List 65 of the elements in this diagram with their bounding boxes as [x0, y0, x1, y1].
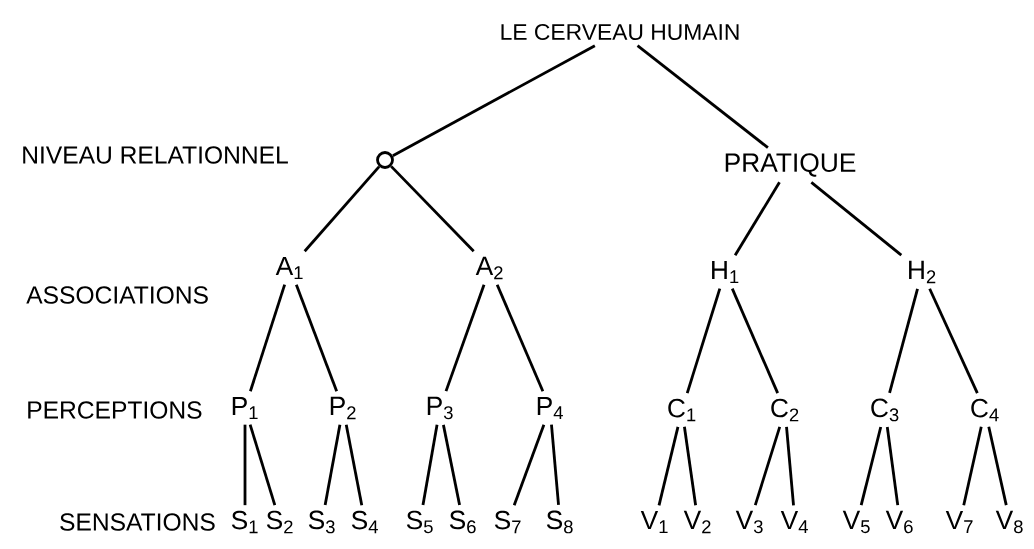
tree-line: [444, 284, 486, 392]
tree-line: [657, 426, 680, 506]
tree-line: [928, 288, 979, 394]
tree-node-label: V$_{6}$: [885, 510, 913, 534]
level-label: ASSOCIATIONS: [26, 286, 208, 304]
tree-node-label: S$_{3}$: [308, 510, 335, 534]
level-label: SENSATIONS: [60, 513, 215, 531]
tree-node-label: S$_{4}$: [351, 510, 378, 534]
tree-line: [295, 284, 338, 392]
tree-line: [962, 426, 983, 506]
tree-node-label: V$_{8}$: [995, 510, 1023, 534]
tree-node-label: PRATIQUE: [725, 153, 856, 177]
tree-line: [885, 426, 900, 506]
tree-node-label: S$_{6}$: [449, 510, 476, 534]
tree-node-label: S$_{1}$: [231, 510, 258, 534]
tree-node-label: LE CERVEAU HUMAIN: [501, 23, 739, 41]
tree-node-label: V$_{4}$: [780, 510, 808, 534]
tree-node-label: P$_{2}$: [330, 396, 356, 420]
tree-node-label: P$_{3}$: [427, 396, 453, 420]
tree-line: [785, 426, 795, 506]
tree-node-label: P$_{1}$: [232, 396, 258, 420]
tree-node-label: A$_{1}$: [275, 256, 303, 280]
tree-line: [390, 165, 475, 253]
tree-node-label: V$_{5}$: [842, 510, 870, 534]
tree-line: [683, 426, 697, 506]
tree-node-label: C$_{2}$: [771, 398, 799, 422]
tree-node-label: H$_{2}$: [909, 260, 936, 284]
tree-line: [733, 181, 781, 257]
tree-line: [888, 288, 919, 394]
tree-line: [344, 424, 364, 506]
tree-line: [810, 181, 903, 257]
tree-line: [249, 284, 286, 392]
tree-node-label: C$_{4}$: [971, 398, 999, 422]
level-label: PERCEPTIONS: [28, 401, 202, 419]
tree-line: [859, 426, 883, 506]
tree-line: [442, 424, 461, 506]
tree-node-label: A$_{2}$: [475, 256, 503, 280]
tree-line: [512, 424, 546, 506]
tree-line: [685, 288, 722, 394]
tree-line: [392, 44, 596, 157]
tree-line: [730, 288, 779, 394]
tree-node-label: V$_{3}$: [735, 510, 763, 534]
tree-node-label: H$_{1}$: [712, 260, 739, 284]
circle-node: [376, 151, 394, 169]
tree-node-label: S$_{5}$: [406, 510, 433, 534]
tree-node-label: P$_{4}$: [537, 396, 563, 420]
tree-line: [987, 426, 1008, 506]
tree-node-label: S$_{2}$: [266, 510, 293, 534]
tree-line: [495, 284, 545, 392]
tree-node-label: C$_{3}$: [871, 398, 899, 422]
tree-line: [753, 426, 782, 506]
tree-node-label: V$_{1}$: [640, 510, 668, 534]
tree-line: [243, 424, 247, 506]
tree-node-label: S$_{8}$: [546, 510, 573, 534]
tree-node-label: V$_{7}$: [945, 510, 973, 534]
tree-line: [323, 424, 342, 506]
tree-line: [421, 424, 439, 506]
tree-node-label: C$_{1}$: [668, 398, 696, 422]
tree-line: [550, 424, 560, 506]
level-label: NIVEAU RELATIONNEL: [23, 146, 288, 164]
tree-line: [248, 424, 277, 506]
tree-node-label: V$_{2}$: [683, 510, 711, 534]
tree-node-label: S$_{7}$: [494, 510, 521, 534]
tree-line: [636, 44, 769, 149]
tree-line: [303, 165, 381, 253]
